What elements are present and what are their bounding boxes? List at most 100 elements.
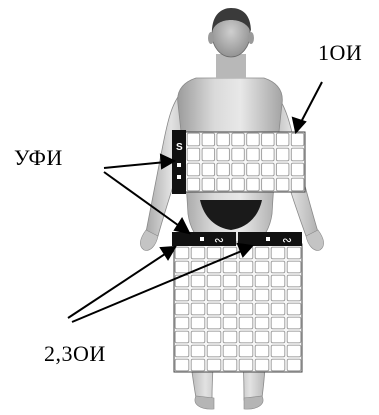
upper-panel-cell: [216, 147, 230, 162]
lower-panel-indicator-right: [266, 237, 270, 241]
lower-panel-cell: [286, 274, 302, 288]
lower-panel-cell: [174, 344, 190, 358]
lower-panel-cell: [254, 246, 270, 260]
lower-panel-cell: [190, 330, 206, 344]
upper-panel-cell: [275, 147, 290, 162]
lower-panel-cell: [206, 246, 222, 260]
lower-panel-cell: [238, 358, 254, 372]
lower-panel-cell: [254, 344, 270, 358]
lower-panel-cell: [286, 330, 302, 344]
lower-panel-cell: [254, 260, 270, 274]
label-ufi: УФИ: [14, 145, 63, 170]
upper-panel-cell: [186, 162, 201, 177]
right-hand: [305, 229, 324, 251]
lower-panel-cell: [254, 330, 270, 344]
lower-panel-symbol-left: ∾: [214, 233, 224, 247]
lower-panel-cell: [286, 302, 302, 316]
lower-panel-cell: [174, 316, 190, 330]
lower-panel-cell: [174, 358, 190, 372]
lower-panel-cell: [206, 330, 222, 344]
arrow-23oi-right-head: [236, 242, 254, 258]
lower-panel-grid: [174, 246, 302, 372]
right-ear: [248, 32, 254, 44]
swim-briefs: [200, 200, 262, 230]
lower-panel-cell: [238, 302, 254, 316]
lower-panel-cell: [222, 274, 238, 288]
lower-panel-cell: [190, 288, 206, 302]
lower-panel-cell: [238, 344, 254, 358]
upper-panel-cell: [186, 147, 201, 162]
lower-panel-cell: [270, 288, 286, 302]
lower-panel-cell: [238, 274, 254, 288]
lower-panel-cell: [206, 358, 222, 372]
arrow-1oi: [299, 81, 323, 125]
lower-panel-cell: [270, 260, 286, 274]
upper-panel-cell: [290, 177, 305, 192]
upper-panel-cell: [216, 132, 230, 147]
upper-panel-cell: [290, 132, 305, 147]
lower-panel-cell: [254, 302, 270, 316]
lower-panel-cell: [270, 358, 286, 372]
lower-panel-cell: [286, 358, 302, 372]
upper-panel-cell: [261, 147, 275, 162]
right-foot: [243, 395, 264, 410]
arrow-23oi-left-head: [159, 245, 177, 261]
upper-panel-cell: [231, 177, 245, 192]
lower-panel-cell: [286, 344, 302, 358]
upper-panel-cell: [261, 132, 275, 147]
lower-panel-cell: [190, 316, 206, 330]
upper-panel-cell: [290, 162, 305, 177]
upper-panel-cell: [201, 177, 216, 192]
lower-panel-cell: [270, 344, 286, 358]
left-ear: [208, 32, 214, 44]
arrow-1oi-head: [291, 116, 307, 135]
upper-panel-cell: [201, 132, 216, 147]
arrow-ufi-lower: [103, 171, 183, 229]
upper-panel-indicator-2: [177, 175, 181, 179]
lower-panel-cell: [270, 316, 286, 330]
upper-panel-cell: [275, 132, 290, 147]
lower-panel-cell: [174, 288, 190, 302]
upper-panel-cell: [186, 177, 201, 192]
upper-irradiation-panel: S: [172, 130, 306, 194]
upper-panel-cell: [216, 177, 230, 192]
lower-panel-cell: [254, 316, 270, 330]
hair: [212, 8, 251, 32]
lower-panel-cell: [206, 288, 222, 302]
lower-panel-cell: [270, 274, 286, 288]
lower-panel-cell: [286, 260, 302, 274]
left-hand: [140, 229, 159, 251]
upper-panel-cell: [246, 162, 260, 177]
lower-panel-cell: [222, 260, 238, 274]
lower-irradiation-panel: ∾ ∾: [172, 232, 303, 373]
lower-panel-cell: [254, 274, 270, 288]
label-23oi: 2,3ОИ: [44, 341, 106, 366]
lower-panel-cell: [206, 302, 222, 316]
lower-panel-cell: [190, 302, 206, 316]
lower-panel-cell: [190, 358, 206, 372]
lower-panel-cell: [270, 246, 286, 260]
lower-panel-cell: [222, 302, 238, 316]
upper-panel-cell: [275, 162, 290, 177]
upper-panel-indicator: [177, 163, 181, 167]
arrow-23oi-left: [67, 251, 169, 319]
arrow-ufi-lower-head: [173, 216, 191, 235]
upper-panel-cell: [231, 132, 245, 147]
upper-panel-cell: [231, 162, 245, 177]
lower-panel-cell: [190, 344, 206, 358]
lower-panel-cell: [222, 330, 238, 344]
lower-panel-cell: [286, 288, 302, 302]
upper-panel-cell: [261, 162, 275, 177]
lower-panel-cell: [286, 246, 302, 260]
lower-panel-cell: [174, 302, 190, 316]
lower-panel-cell: [174, 330, 190, 344]
lower-panel-cell: [174, 246, 190, 260]
upper-panel-cell: [201, 162, 216, 177]
arrow-23oi-right: [71, 249, 245, 323]
lower-panel-cell: [254, 358, 270, 372]
upper-panel-cell: [275, 177, 290, 192]
upper-panel-cell: [246, 132, 260, 147]
upper-panel-grid: [186, 132, 305, 192]
lower-panel-cell: [238, 316, 254, 330]
